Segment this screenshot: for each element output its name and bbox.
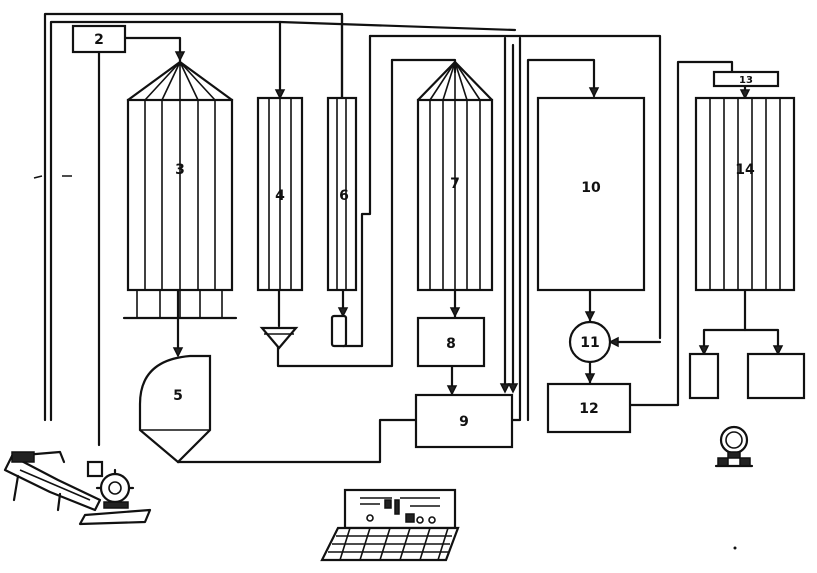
unit-12-label: 12 <box>579 401 598 417</box>
unit-7-label: 7 <box>450 176 460 192</box>
unit-2: 2 <box>71 24 127 54</box>
control-panel-icon <box>320 488 460 562</box>
unit-8: 8 <box>416 316 486 368</box>
unit-14-label: 14 <box>735 162 755 178</box>
receivers <box>688 352 806 400</box>
unit-8-label: 8 <box>446 336 456 352</box>
unit-5-label: 5 <box>173 388 183 404</box>
conveyor-icon: 1 <box>3 450 152 526</box>
pump-icon <box>714 425 754 468</box>
unit-3: 3 <box>122 60 238 320</box>
unit-6: 6 <box>326 96 358 348</box>
gear-icon <box>95 468 135 509</box>
unit-13: 13 <box>712 70 780 88</box>
unit-14: 14 <box>694 96 796 292</box>
unit-6-label: 6 <box>339 188 349 204</box>
unit-2-label: 2 <box>94 32 104 48</box>
unit-12: 12 <box>546 382 632 434</box>
unit-9: 9 <box>414 393 514 449</box>
unit-9-label: 9 <box>459 414 469 430</box>
unit-11-label: 11 <box>580 335 599 351</box>
decorative-marks <box>33 175 737 550</box>
unit-4-label: 4 <box>275 188 285 204</box>
unit-13-label: 13 <box>739 75 753 86</box>
unit-11: 11 <box>568 320 612 364</box>
unit-5: 5 <box>138 354 212 464</box>
unit-4: 4 <box>256 96 304 350</box>
unit-7: 7 <box>416 60 494 292</box>
unit-10-label: 10 <box>581 180 601 196</box>
unit-10: 10 <box>536 96 646 292</box>
unit-3-label: 3 <box>175 162 185 178</box>
